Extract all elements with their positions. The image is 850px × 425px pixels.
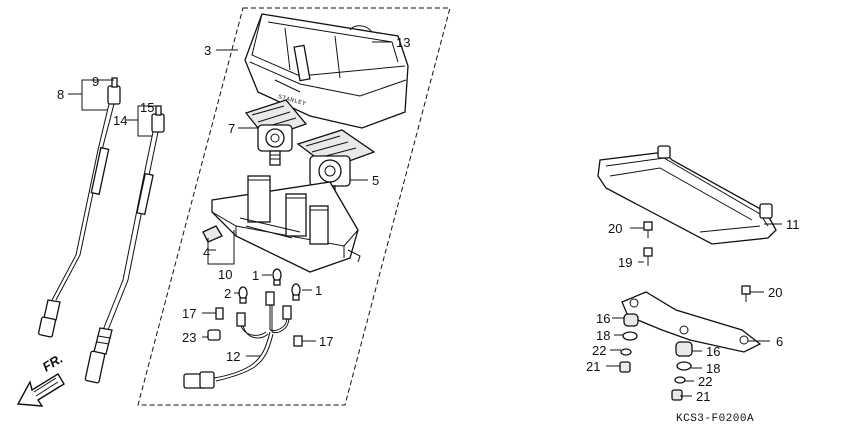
callout-23: 23 [182,330,196,345]
callout-15: 15 [140,100,154,115]
callout-13: 13 [396,35,410,50]
diagram-code: KCS3-F0200A [676,413,754,425]
speedometer [244,99,308,166]
callout-16b: 16 [706,344,720,359]
tachometer [296,129,376,199]
front-direction-indicator: FR. [16,351,66,407]
callout-2: 2 [224,286,231,301]
callout-12: 12 [226,349,240,364]
callout-22a: 22 [592,343,606,358]
leader-lines [68,41,782,397]
callout-17b: 17 [319,334,333,349]
callout-20a: 20 [608,221,622,236]
meter-stay [621,291,762,353]
light-guide [202,225,223,243]
callout-1b: 1 [315,283,322,298]
callout-18b: 18 [706,361,720,376]
callout-4: 4 [203,245,210,260]
callout-14: 14 [113,113,127,128]
front-label: FR. [40,351,66,375]
callouts: 3 13 8 9 15 14 7 5 4 10 1 1 2 17 23 17 1… [57,35,800,404]
callout-11: 11 [786,217,800,232]
callout-7: 7 [228,121,235,136]
callout-17a: 17 [182,306,196,321]
callout-8: 8 [57,87,64,102]
front-arrow-icon [16,373,65,407]
callout-6: 6 [776,334,783,349]
callout-21a: 21 [586,359,600,374]
callout-5: 5 [372,173,379,188]
speedometer-cable [38,77,121,338]
meter-case [211,175,361,273]
callout-10: 10 [218,267,232,282]
callout-21b: 21 [696,389,710,404]
callout-9: 9 [92,74,99,89]
tachometer-cable [84,105,165,384]
callout-20b: 20 [768,285,782,300]
wire-harness [183,291,303,389]
callout-16a: 16 [596,311,610,326]
callout-3: 3 [204,43,211,58]
assembly-boundary [137,7,451,406]
callout-19: 19 [618,255,632,270]
hardware [619,221,751,401]
callout-1a: 1 [252,268,259,283]
callout-18a: 18 [596,328,610,343]
callout-22b: 22 [698,374,712,389]
visor [597,145,777,245]
